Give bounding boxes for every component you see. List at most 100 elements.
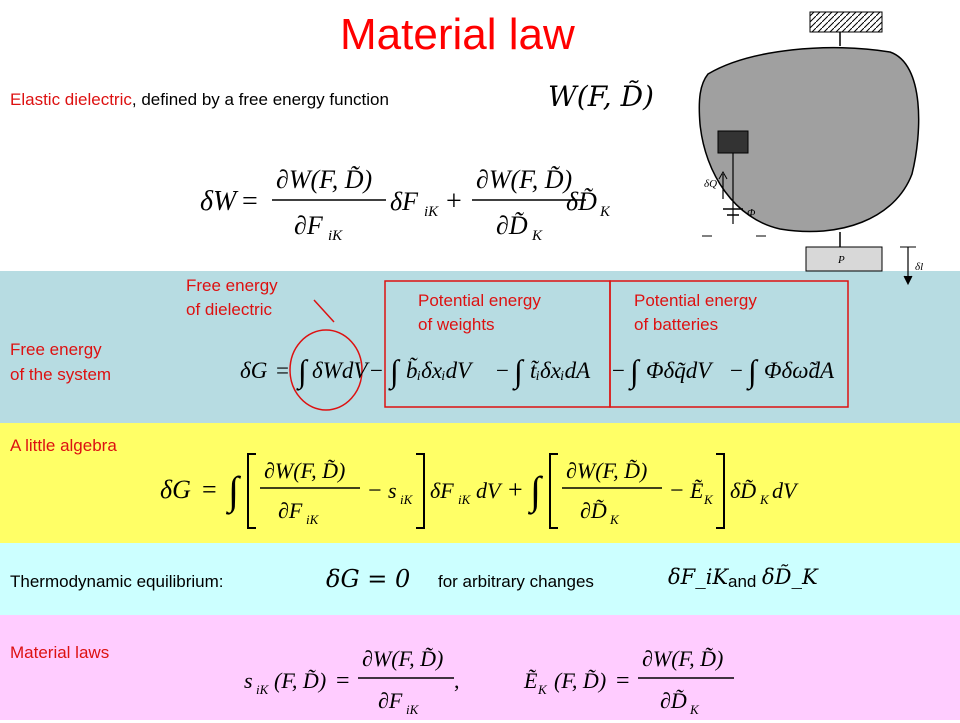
- system-label-line1: Free energy: [10, 340, 102, 359]
- laws-label: Material laws: [10, 643, 110, 662]
- band-algebra: [0, 423, 960, 543]
- equilibrium-var1: δF_iK: [668, 565, 729, 589]
- electrode: [717, 130, 749, 154]
- dielectric-diagram: δQ Φ P δl: [690, 4, 930, 292]
- annot-weights-line2: of weights: [418, 315, 495, 334]
- svg-text:∂W(F, D̃): ∂W(F, D̃): [276, 165, 372, 194]
- svg-text:dV: dV: [476, 478, 503, 503]
- svg-text:iK: iK: [406, 702, 420, 717]
- variation-equation: δW = ∂W(F, D̃) ∂F iK δF iK + ∂W(F, D̃) ∂…: [200, 152, 611, 250]
- svg-text:∂W(F, D̃): ∂W(F, D̃): [476, 165, 572, 194]
- svg-text:K: K: [531, 228, 543, 244]
- svg-text:∫: ∫: [628, 353, 641, 391]
- intro-highlight: Elastic dielectric: [10, 90, 132, 109]
- svg-text:∂W(F, D̃): ∂W(F, D̃): [362, 646, 443, 671]
- svg-text:δWdV: δWdV: [312, 358, 370, 383]
- batteries-box: [609, 280, 849, 408]
- material-law-1-svg: s iK (F, D̃) = ∂W(F, D̃) ∂F iK ,: [244, 646, 460, 717]
- svg-text:−: −: [612, 358, 625, 383]
- intro-rest: , defined by a free energy function: [131, 90, 389, 109]
- displacement-label: δl: [915, 261, 923, 273]
- svg-text:∫: ∫: [512, 353, 525, 391]
- intro-formula: W(F, D̃): [548, 80, 654, 113]
- svg-text:∂F: ∂F: [278, 498, 303, 523]
- potential-label: Φ: [747, 207, 756, 219]
- svg-text:−: −: [368, 478, 382, 504]
- svg-text:K: K: [599, 204, 610, 220]
- algebra-label: A little algebra: [10, 436, 117, 455]
- annot-batteries-line1: Potential energy: [634, 291, 757, 310]
- band-equilibrium: [0, 543, 960, 615]
- material-law-2-svg: Ẽ K (F, D̃) = ∂W(F, D̃) ∂D̃ K: [523, 646, 734, 717]
- svg-text:δD̃: δD̃: [566, 187, 597, 216]
- weight-block: [805, 246, 883, 272]
- svg-text:∫: ∫: [225, 468, 242, 515]
- equilibrium-var2: δD̃_K: [762, 565, 818, 589]
- svg-text:δG: δG: [160, 475, 191, 504]
- svg-text:K: K: [537, 682, 548, 697]
- svg-text:iK: iK: [424, 204, 439, 220]
- dielectric-body: [698, 46, 920, 233]
- annot-dielectric-line1: Free energy: [186, 276, 278, 295]
- svg-text:t̃ᵢδxᵢdA: t̃ᵢδxᵢdA: [530, 358, 591, 383]
- svg-text:∫: ∫: [388, 353, 401, 391]
- equilibrium-middle: for arbitrary changes: [438, 572, 594, 591]
- annot-dielectric: Free energy of dielectric: [186, 275, 278, 320]
- svg-text:=: =: [242, 186, 258, 217]
- variation-equation-svg: δW = ∂W(F, D̃) ∂F iK δF iK + ∂W(F, D̃) ∂…: [200, 165, 611, 244]
- svg-text:∫: ∫: [746, 353, 759, 391]
- dielectric-diagram-svg: δQ Φ P δl: [698, 11, 923, 286]
- svg-text:=: =: [276, 358, 289, 383]
- svg-text:K: K: [689, 702, 700, 717]
- svg-text:dV: dV: [772, 478, 799, 503]
- intro-text: Elastic dielectric, defined by a free en…: [10, 89, 389, 110]
- system-label: Free energy of the system: [10, 339, 111, 385]
- svg-text:Ẽ: Ẽ: [523, 668, 538, 693]
- svg-text:,: ,: [454, 668, 460, 693]
- svg-text:∂W(F, D̃): ∂W(F, D̃): [566, 458, 647, 483]
- svg-text:∂F: ∂F: [378, 688, 403, 713]
- annot-dielectric-line2: of dielectric: [186, 300, 272, 319]
- svg-text:+: +: [446, 186, 462, 217]
- svg-text:δD̃: δD̃: [730, 478, 756, 503]
- svg-text:Φδq̃dV: Φδq̃dV: [646, 358, 714, 383]
- svg-text:δW: δW: [200, 186, 239, 217]
- svg-text:iK: iK: [256, 682, 270, 697]
- svg-text:=: =: [616, 668, 630, 694]
- svg-text:Ẽ: Ẽ: [689, 478, 704, 503]
- equilibrium-condition: δG = 0: [326, 565, 411, 593]
- svg-text:K: K: [609, 512, 620, 527]
- svg-text:K: K: [703, 492, 714, 507]
- svg-text:∂D̃: ∂D̃: [580, 498, 607, 523]
- svg-text:=: =: [336, 668, 350, 694]
- svg-text:∂F: ∂F: [294, 211, 324, 240]
- algebra-equation-svg: δG = ∫ ∂W(F, D̃) ∂F iK − s iK δF iK dV +…: [160, 453, 799, 529]
- svg-text:iK: iK: [400, 492, 414, 507]
- svg-text:∫: ∫: [527, 468, 544, 515]
- svg-text:δG: δG: [240, 358, 268, 383]
- weights-box: [384, 280, 611, 408]
- svg-text:=: =: [202, 475, 217, 504]
- svg-text:δF: δF: [430, 478, 454, 503]
- system-equation: δG = ∫ δWdV − ∫ b̃ᵢδxᵢdV − ∫ t̃ᵢδxᵢdA − …: [230, 278, 860, 418]
- band-system: [0, 271, 960, 423]
- charge-label: δQ: [704, 178, 717, 190]
- dielectric-circle: [289, 329, 363, 411]
- material-law-2: Ẽ K (F, D̃) = ∂W(F, D̃) ∂D̃ K: [520, 640, 750, 718]
- svg-text:(F, D̃): (F, D̃): [554, 668, 606, 693]
- svg-text:K: K: [759, 492, 770, 507]
- page-title: Material law: [340, 10, 575, 59]
- svg-text:b̃ᵢδxᵢdV: b̃ᵢδxᵢdV: [406, 356, 474, 383]
- equilibrium-label: Thermodynamic equilibrium:: [10, 572, 224, 591]
- svg-text:−: −: [370, 358, 383, 383]
- svg-text:−: −: [670, 478, 684, 504]
- band-laws: [0, 615, 960, 720]
- svg-text:+: +: [508, 475, 523, 504]
- svg-text:∫: ∫: [296, 353, 309, 391]
- svg-text:∂D̃: ∂D̃: [660, 688, 687, 713]
- svg-text:iK: iK: [458, 492, 472, 507]
- equilibrium-and: and: [728, 572, 757, 591]
- annot-weights: Potential energy of weights: [418, 290, 541, 335]
- annot-batteries: Potential energy of batteries: [634, 290, 757, 335]
- svg-text:s: s: [388, 478, 397, 503]
